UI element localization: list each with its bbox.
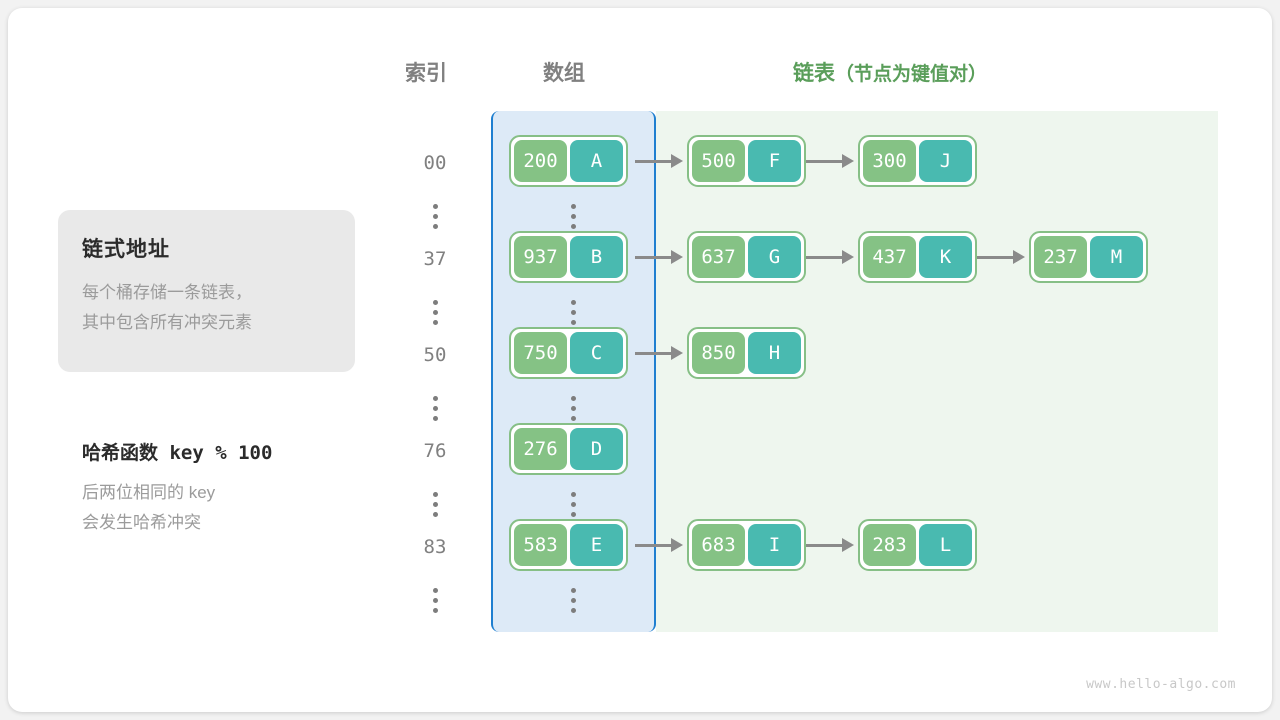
node-value: J	[919, 140, 972, 182]
index-label: 76	[423, 440, 447, 462]
node-value: L	[919, 524, 972, 566]
node-value: G	[748, 236, 801, 278]
node-key: 850	[692, 332, 745, 374]
array-ellipsis-icon	[568, 396, 578, 421]
index-label: 37	[423, 248, 447, 270]
node-key: 437	[863, 236, 916, 278]
node-key: 237	[1034, 236, 1087, 278]
column-header-array: 数组	[543, 62, 585, 85]
node-key: 283	[863, 524, 916, 566]
next-pointer-arrow-icon	[806, 538, 858, 552]
watermark: www.hello-algo.com	[1086, 677, 1236, 692]
index-ellipsis-icon	[430, 204, 440, 229]
node-key: 750	[514, 332, 567, 374]
next-pointer-arrow-icon	[635, 538, 687, 552]
hash-function-title: 哈希函数 key % 100	[82, 442, 273, 464]
node-value: I	[748, 524, 801, 566]
node-value: D	[570, 428, 623, 470]
array-ellipsis-icon	[568, 204, 578, 229]
next-pointer-arrow-icon	[635, 346, 687, 360]
node-value: F	[748, 140, 801, 182]
array-ellipsis-icon	[568, 492, 578, 517]
info-panel-title: 链式地址	[82, 238, 170, 261]
node-value: B	[570, 236, 623, 278]
node-value: H	[748, 332, 801, 374]
node-value: E	[570, 524, 623, 566]
next-pointer-arrow-icon	[806, 154, 858, 168]
next-pointer-arrow-icon	[977, 250, 1029, 264]
index-ellipsis-icon	[430, 492, 440, 517]
node-key: 583	[514, 524, 567, 566]
index-label: 83	[423, 536, 447, 558]
hash-function-body: 后两位相同的 key 会发生哈希冲突	[82, 483, 216, 532]
array-ellipsis-icon	[568, 588, 578, 613]
next-pointer-arrow-icon	[806, 250, 858, 264]
node-key: 500	[692, 140, 745, 182]
column-header-index: 索引	[405, 62, 447, 85]
node-key: 276	[514, 428, 567, 470]
node-value: A	[570, 140, 623, 182]
next-pointer-arrow-icon	[635, 250, 687, 264]
node-value: C	[570, 332, 623, 374]
node-key: 300	[863, 140, 916, 182]
index-ellipsis-icon	[430, 588, 440, 613]
node-value: M	[1090, 236, 1143, 278]
node-value: K	[919, 236, 972, 278]
index-ellipsis-icon	[430, 396, 440, 421]
column-header-linkedlist-sub: （节点为键值对）	[835, 64, 988, 85]
index-label: 50	[423, 344, 447, 366]
node-key: 637	[692, 236, 745, 278]
node-key: 683	[692, 524, 745, 566]
info-panel-body: 每个桶存储一条链表， 其中包含所有冲突元素	[82, 283, 252, 332]
node-key: 937	[514, 236, 567, 278]
next-pointer-arrow-icon	[635, 154, 687, 168]
info-panel	[58, 210, 355, 372]
node-key: 200	[514, 140, 567, 182]
array-ellipsis-icon	[568, 300, 578, 325]
column-header-linkedlist: 链表（节点为键值对）	[793, 57, 987, 87]
index-label: 00	[423, 152, 447, 174]
column-header-linkedlist-main: 链表	[793, 62, 835, 85]
index-ellipsis-icon	[430, 300, 440, 325]
